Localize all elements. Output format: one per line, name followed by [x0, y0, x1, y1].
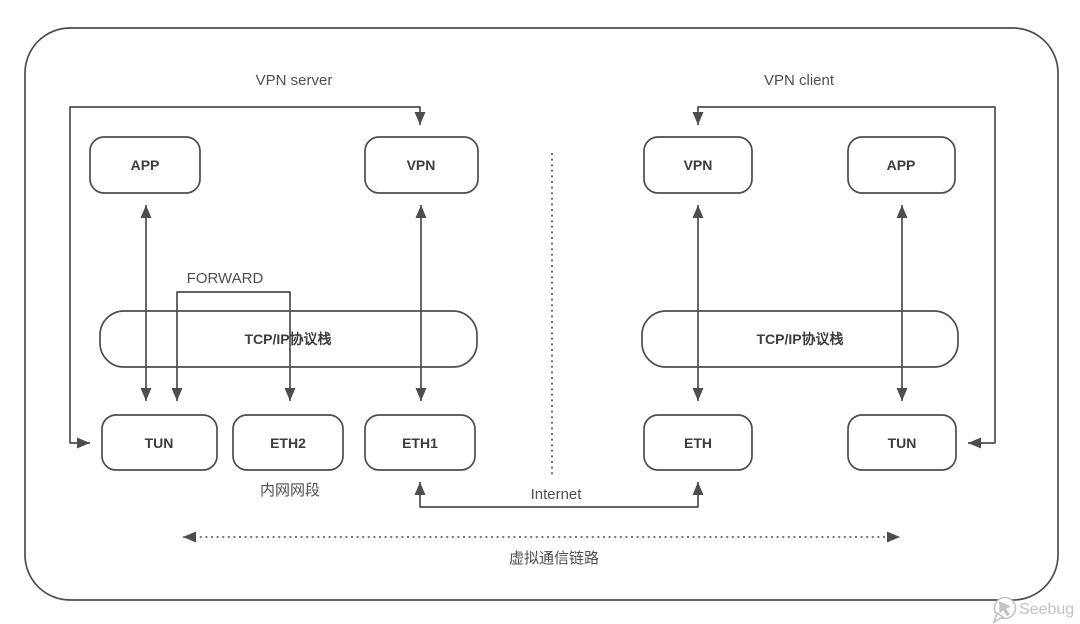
virtual-link-label: 虚拟通信链路 — [509, 550, 599, 567]
seebug-logo-tail — [992, 611, 1005, 624]
server-tun-to-vpn-loop-arrow — [69, 106, 426, 449]
lan-segment-label: 内网网段 — [260, 482, 320, 499]
server-stack-label: TCP/IP协议栈 — [244, 331, 331, 347]
server-app-label: APP — [131, 157, 160, 173]
seebug-logo-text: Seebug — [1019, 601, 1074, 618]
client-tun-label: TUN — [888, 435, 917, 451]
seebug-claw-icon — [999, 601, 1011, 616]
client-tun-to-vpn-loop-arrow — [692, 106, 996, 449]
client-app-label: APP — [887, 157, 916, 173]
internet-link-arrow — [414, 482, 704, 508]
server-eth2-label: ETH2 — [270, 435, 306, 451]
server-tun-label: TUN — [145, 435, 174, 451]
server-vpn-label: VPN — [407, 157, 436, 173]
client-title: VPN client — [764, 72, 835, 89]
server-eth1-label: ETH1 — [402, 435, 438, 451]
server-forward-bracket-arrow — [171, 291, 296, 401]
client-stack-label: TCP/IP协议栈 — [756, 331, 843, 347]
internet-label: Internet — [531, 486, 583, 503]
client-vpn-label: VPN — [684, 157, 713, 173]
server-title: VPN server — [256, 72, 333, 89]
seebug-logo: Seebug — [992, 596, 1074, 624]
forward-label: FORWARD — [187, 270, 264, 287]
client-eth-label: ETH — [684, 435, 712, 451]
